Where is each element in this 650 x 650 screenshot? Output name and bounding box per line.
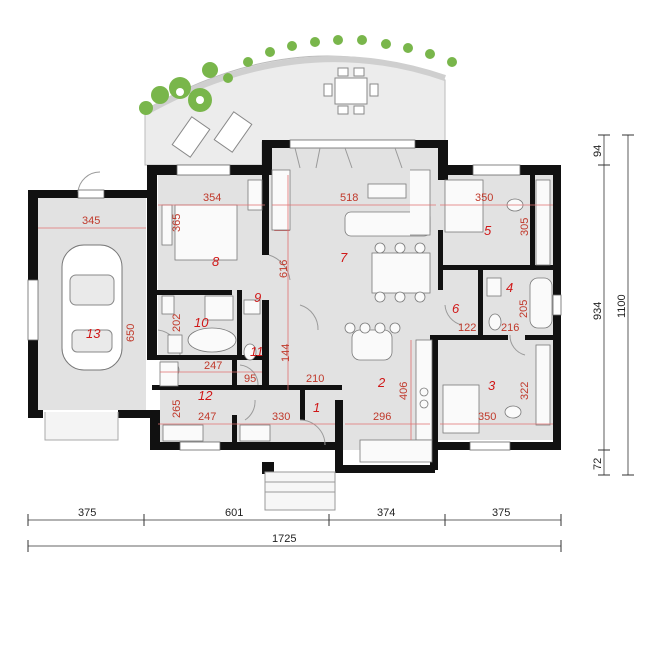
- sofa-icon: [367, 183, 407, 199]
- dim-room2-depth: 406: [398, 382, 410, 400]
- dim-bottom-1: 375: [78, 507, 96, 519]
- room-numbers: 13 8 9 10 11 12 7 5 4 6 3 2 1: [86, 223, 513, 415]
- bed-icon: [174, 204, 238, 261]
- sun-loungers: [171, 111, 253, 158]
- dim-room10-depth: 202: [171, 314, 183, 332]
- room-number-10: 10: [194, 315, 209, 330]
- room-number-13: 13: [86, 326, 101, 341]
- terrace-table: [323, 67, 379, 115]
- dim-wc-width: 95: [244, 373, 256, 385]
- dim-room4-depth: 205: [518, 300, 530, 318]
- bathtub-icon-2: [529, 277, 553, 329]
- dim-room3-depth: 322: [519, 382, 531, 400]
- dim-right-top: 94: [592, 145, 604, 157]
- dim-room3-width: 350: [478, 411, 496, 423]
- room-number-8: 8: [212, 254, 220, 269]
- dim-room7-depth: 616: [278, 260, 290, 278]
- room-number-2: 2: [377, 375, 386, 390]
- openings: [27, 139, 562, 451]
- dim-total-width: 1725: [272, 533, 296, 545]
- room-number-1: 1: [313, 400, 320, 415]
- dining-table-icon: [371, 252, 431, 294]
- dim-room8-width: 354: [203, 192, 221, 204]
- car-icon: [61, 244, 123, 371]
- room-number-9: 9: [254, 290, 261, 305]
- garden-plants: [139, 35, 457, 115]
- dim-total-depth: 1100: [616, 294, 628, 318]
- room-number-3: 3: [488, 378, 496, 393]
- room-number-6: 6: [452, 301, 460, 316]
- overall-dimensions: 375 601 374 375 1725 94 934 72 1100: [27, 134, 634, 552]
- room-number-4: 4: [506, 280, 513, 295]
- bathtub-icon: [187, 327, 237, 353]
- dim-bottom-3: 374: [377, 507, 395, 519]
- dim-room12-width-b: 247: [198, 411, 216, 423]
- room-number-7: 7: [340, 250, 348, 265]
- walls: [28, 140, 561, 474]
- interior-dimension-lines: [38, 175, 553, 440]
- terrace: [139, 35, 457, 166]
- furniture: [61, 169, 553, 511]
- room-number-12: 12: [198, 388, 213, 403]
- room-number-11: 11: [250, 344, 264, 359]
- dim-room12-depth: 265: [171, 400, 183, 418]
- room-number-5: 5: [484, 223, 492, 238]
- hall-floor: [160, 355, 435, 450]
- dim-room8-depth: 365: [171, 214, 183, 232]
- dim-room12-width: 247: [204, 360, 222, 372]
- dim-room4-width: 216: [501, 322, 519, 334]
- dim-room5-width: 350: [475, 192, 493, 204]
- dim-right-bottom: 72: [592, 458, 604, 470]
- dim-room1-width: 330: [272, 411, 290, 423]
- dim-room6-width: 122: [458, 322, 476, 334]
- dim-right-mid: 934: [592, 302, 604, 320]
- dim-room7-width: 518: [340, 192, 358, 204]
- dim-room2-width: 296: [373, 411, 391, 423]
- dim-hall-width: 210: [306, 373, 324, 385]
- dim-garage-width: 345: [82, 215, 100, 227]
- room-dimension-labels: 345 650 354 365 518 616 350 305 205 216 …: [82, 192, 531, 423]
- dim-garage-length: 650: [125, 324, 137, 342]
- dim-room5-depth: 305: [519, 218, 531, 236]
- dim-bottom-2: 601: [225, 507, 243, 519]
- dim-bottom-4: 375: [492, 507, 510, 519]
- dim-room11-depth: 144: [280, 344, 292, 362]
